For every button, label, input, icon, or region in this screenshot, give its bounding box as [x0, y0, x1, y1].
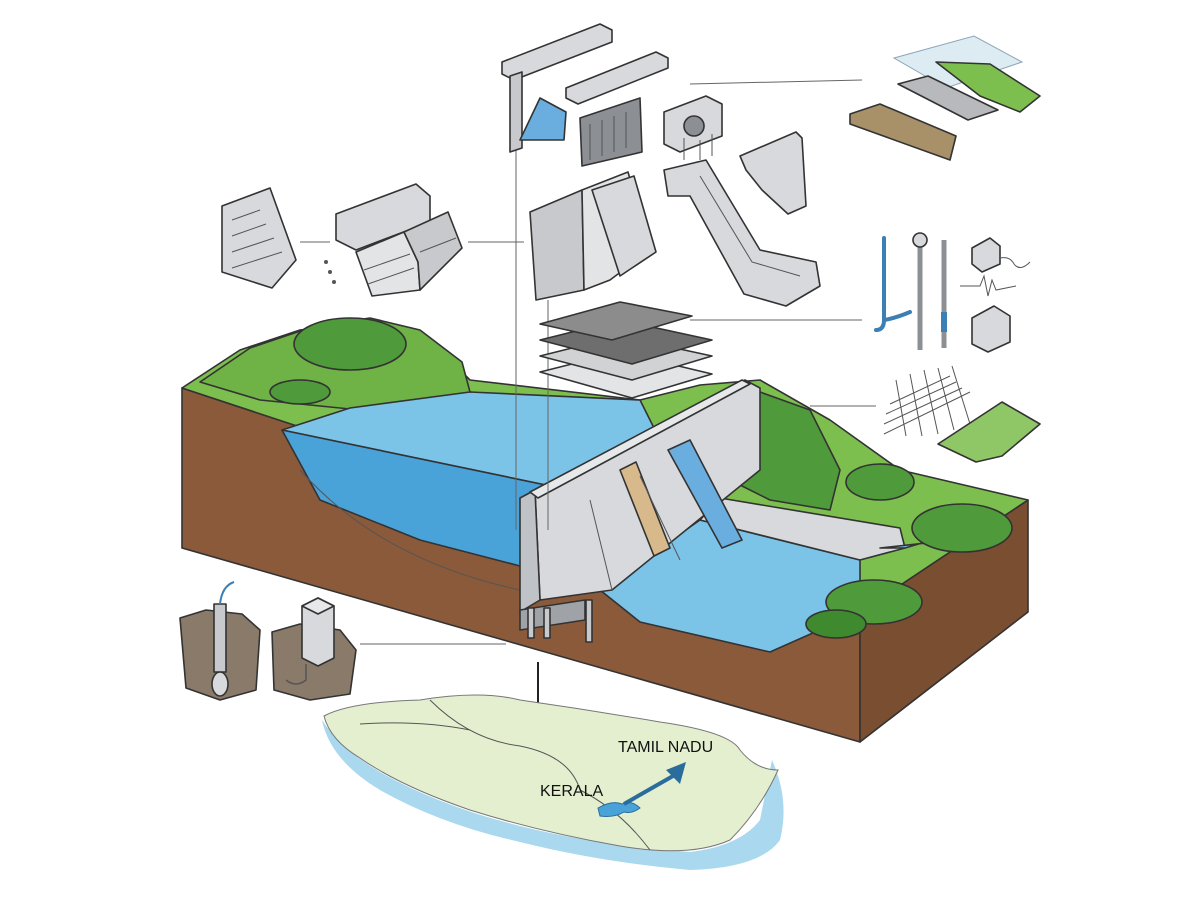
foundation-pile — [527, 607, 535, 639]
location-map: TAMIL NADU KERALA — [322, 694, 784, 870]
tree-clump — [911, 503, 1013, 553]
flume-icon — [739, 131, 807, 215]
geomembrane-layers-icon — [849, 35, 1041, 161]
tree-clump — [293, 317, 407, 371]
dam-section-icon — [529, 171, 657, 301]
spillway-water — [667, 439, 743, 549]
sluice-gate-icon — [565, 51, 669, 167]
gate-frame-icon — [501, 23, 613, 153]
flow-arrow-shaft — [623, 770, 681, 806]
seismograph-icon — [960, 237, 1031, 353]
dam-crest — [529, 379, 751, 499]
masonry-block-icon — [221, 187, 297, 289]
piezometer-icon — [874, 232, 947, 350]
map-land — [323, 694, 779, 852]
dam-foundation — [519, 599, 586, 631]
flow-arrow-head — [666, 762, 686, 784]
spillway-chute-icon — [663, 159, 821, 307]
map-label-kerala: KERALA — [540, 783, 603, 800]
map-label-tamil-nadu: TAMIL NADU — [618, 739, 713, 756]
leader-line — [689, 79, 863, 85]
masonry-wall-icon — [324, 183, 463, 297]
tree-clump — [269, 379, 331, 405]
monitoring-pillar-icon — [271, 597, 357, 701]
dam-joint-line — [589, 499, 613, 591]
dam-joint-line — [639, 475, 681, 561]
tree-clump — [805, 609, 867, 639]
foundation-pile — [543, 607, 551, 639]
dam-structure — [519, 379, 761, 643]
hoist-winch-icon — [663, 95, 723, 160]
bedrock-line — [299, 469, 521, 591]
borehole-icon — [179, 581, 261, 701]
geogrid-icon — [883, 365, 971, 437]
map-sea — [322, 720, 784, 870]
liner-layers-icon — [539, 301, 713, 399]
embankment-icon — [937, 401, 1041, 463]
reservoir-marker — [597, 802, 641, 817]
spillway-gate-slot — [619, 461, 671, 557]
foundation-pile — [585, 599, 593, 643]
district-border — [359, 722, 471, 731]
tree-clump — [845, 463, 915, 501]
